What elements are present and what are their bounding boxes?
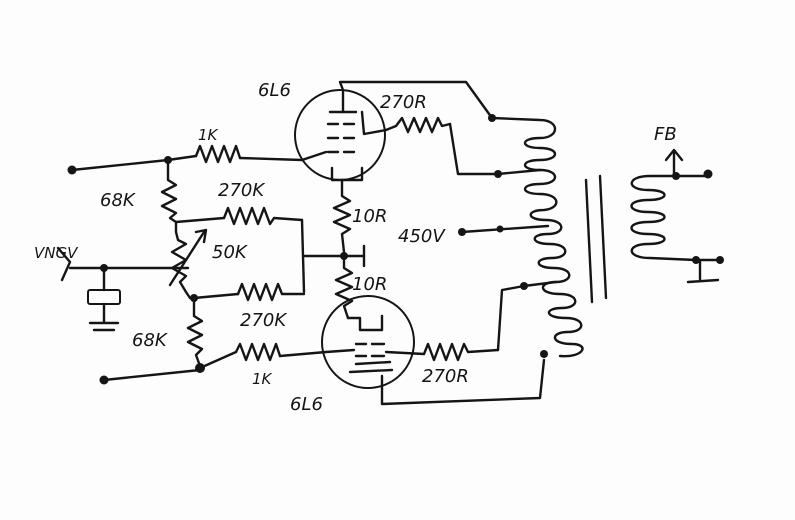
tube-top (294, 88, 388, 182)
plate-res-bottom-label: 270R (422, 366, 469, 387)
feedback-resistor-bottom (192, 282, 306, 302)
cathode-res-top-label: 10R (352, 206, 387, 227)
balance-potentiometer (168, 228, 208, 300)
feedback-label: FB (654, 124, 677, 145)
tube-bottom (321, 295, 546, 406)
cathode-resistor-top (332, 178, 366, 268)
input-capacitor (87, 289, 121, 332)
input-terminal (56, 246, 190, 292)
divider-resistor-bottom (186, 294, 205, 373)
transformer-core (584, 174, 608, 304)
plate-res-top-label: 270R (380, 92, 427, 113)
plate-resistor-bottom (384, 282, 528, 362)
grid-res-top-label: 1K (198, 126, 219, 144)
bottom-input-line (99, 350, 238, 385)
transformer-secondary (630, 169, 724, 284)
tube-bottom-label: 6L6 (290, 394, 323, 415)
feedback-res-bottom-label: 270K (240, 310, 287, 331)
b-plus-label: 450V (398, 226, 446, 247)
top-input-line (67, 154, 198, 175)
divider-bottom-label: 68K (132, 330, 168, 351)
cathode-res-bottom-label: 10R (352, 274, 387, 295)
feedback-res-top-label: 270K (218, 180, 265, 201)
plate-resistor-top (384, 116, 502, 178)
cathode-resistor-bottom (334, 254, 354, 320)
divider-resistor-top (160, 158, 178, 234)
balance-pot-label: 50K (212, 242, 248, 263)
grid-resistor-bottom (234, 342, 328, 362)
grid-resistor-top (194, 144, 304, 164)
input-label: VNGV (34, 244, 79, 262)
transformer-primary (490, 116, 584, 358)
tube-top-label: 6L6 (258, 80, 291, 101)
b-plus-line (458, 224, 550, 236)
divider-top-label: 68K (100, 190, 136, 211)
feedback-arrow-icon (664, 148, 684, 178)
grid-res-bottom-label: 1K (252, 370, 273, 388)
